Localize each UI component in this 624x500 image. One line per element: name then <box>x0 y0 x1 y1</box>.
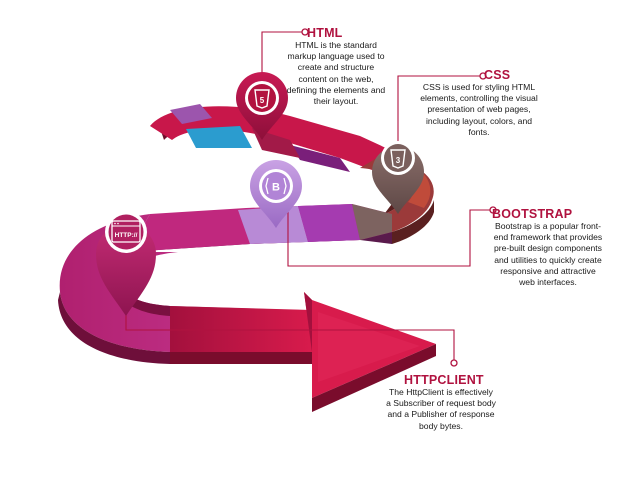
leader-dot-html <box>301 28 309 36</box>
pin-bootstrap: B <box>250 160 302 228</box>
leader-dot-css <box>479 72 487 80</box>
node-description-httpclient: The HttpClient is effectively a Subscrib… <box>386 387 496 431</box>
pin-httpclient: HTTP:// <box>96 211 156 316</box>
node-description-html: HTML is the standard markup language use… <box>286 40 386 107</box>
node-css: CSS CSS is used for styling HTML element… <box>420 68 538 138</box>
pin-css: 3 <box>372 141 424 214</box>
node-html: HTML HTML is the standard markup languag… <box>286 26 386 107</box>
node-description-bootstrap: Bootstrap is a popular front-end framewo… <box>493 221 603 288</box>
node-title-css: CSS <box>484 68 511 82</box>
leader-line-css <box>397 75 480 158</box>
pin-html: 5 <box>236 72 288 140</box>
node-title-html: HTML <box>307 26 343 40</box>
leader-line-html <box>261 31 302 80</box>
node-description-css: CSS is used for styling HTML elements, c… <box>420 82 538 137</box>
bootstrap-b-icon: B <box>265 177 287 195</box>
node-bootstrap: BOOTSTRAP Bootstrap is a popular front-e… <box>492 207 604 288</box>
svg-text:B: B <box>272 182 280 194</box>
node-httpclient: HTTPCLIENT The HttpClient is effectively… <box>386 373 496 432</box>
road-top-segment <box>150 104 420 182</box>
svg-text:HTTP://: HTTP:// <box>115 232 138 239</box>
leader-dots <box>301 28 497 367</box>
node-title-httpclient: HTTPCLIENT <box>404 373 484 387</box>
http-browser-window-icon: HTTP:// <box>111 220 141 243</box>
road-middle-segment <box>128 204 392 252</box>
leader-dot-bootstrap <box>489 206 497 214</box>
svg-text:5: 5 <box>260 96 265 105</box>
html5-shield-icon: 5 <box>254 89 270 109</box>
svg-text:3: 3 <box>396 156 401 165</box>
node-title-bootstrap: BOOTSTRAP <box>492 207 573 221</box>
leader-line-bootstrap <box>287 209 490 267</box>
css3-shield-icon: 3 <box>390 149 406 169</box>
leader-dot-httpclient <box>450 359 458 367</box>
